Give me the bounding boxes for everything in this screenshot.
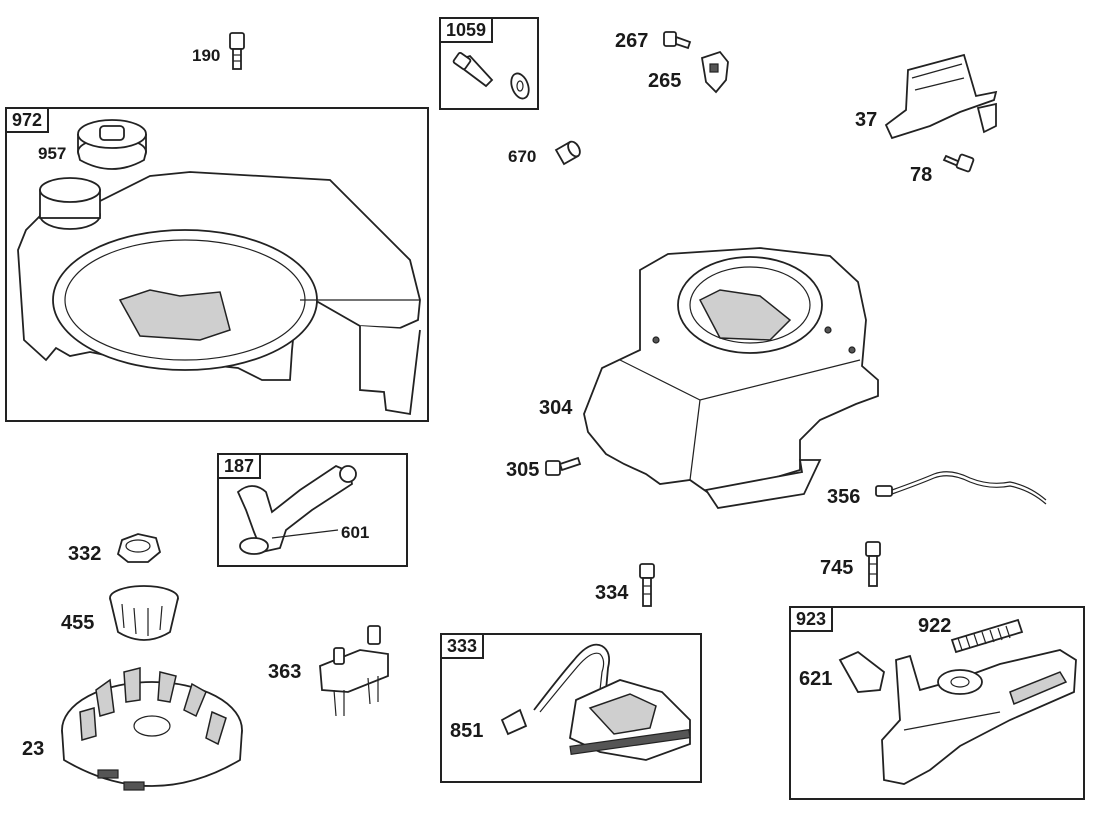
box-187-tag: 187 bbox=[219, 455, 262, 479]
box-972: 972 bbox=[5, 107, 429, 422]
part-23-drawing bbox=[61, 667, 243, 791]
label-304: 304 bbox=[539, 397, 573, 419]
box-1059: 1059 bbox=[439, 17, 539, 110]
part-305-drawing bbox=[545, 456, 582, 476]
label-334: 334 bbox=[595, 582, 629, 604]
part-923-drawing bbox=[838, 618, 1077, 785]
label-267: 267 bbox=[615, 30, 649, 52]
part-356-drawing bbox=[875, 471, 1047, 505]
label-23: 23 bbox=[22, 738, 45, 760]
box-923: 923 bbox=[789, 606, 1085, 800]
part-190-drawing bbox=[229, 32, 245, 70]
part-455-drawing bbox=[109, 585, 179, 641]
label-621: 621 bbox=[799, 668, 833, 690]
box-923-tag: 923 bbox=[791, 608, 834, 632]
label-332: 332 bbox=[68, 543, 102, 565]
label-190: 190 bbox=[192, 46, 221, 65]
label-957: 957 bbox=[38, 144, 67, 163]
label-745: 745 bbox=[820, 557, 854, 579]
label-670: 670 bbox=[508, 147, 537, 166]
part-187-drawing bbox=[236, 464, 357, 555]
part-957-drawing bbox=[77, 119, 147, 170]
label-922: 922 bbox=[918, 615, 952, 637]
label-601: 601 bbox=[341, 523, 370, 542]
part-670-drawing bbox=[554, 140, 581, 166]
part-78-drawing bbox=[942, 153, 975, 173]
box-1059-tag: 1059 bbox=[441, 19, 494, 43]
part-363-drawing bbox=[319, 625, 389, 717]
part-267-drawing bbox=[663, 31, 692, 50]
part-745-drawing bbox=[865, 541, 881, 587]
label-455: 455 bbox=[61, 612, 95, 634]
label-37: 37 bbox=[855, 109, 878, 131]
label-363: 363 bbox=[268, 661, 302, 683]
part-304-drawing bbox=[583, 247, 879, 509]
label-305: 305 bbox=[506, 459, 540, 481]
part-265-drawing bbox=[700, 50, 729, 94]
label-356: 356 bbox=[827, 486, 861, 508]
part-1059-drawing bbox=[452, 51, 530, 100]
label-265: 265 bbox=[648, 70, 682, 92]
part-332-drawing bbox=[116, 533, 162, 563]
box-333: 333 bbox=[440, 633, 702, 783]
label-851: 851 bbox=[450, 720, 484, 742]
box-333-tag: 333 bbox=[442, 635, 485, 659]
part-334-drawing bbox=[639, 563, 655, 607]
part-37-drawing bbox=[884, 53, 998, 140]
box-187: 187 bbox=[217, 453, 408, 567]
part-972-drawing bbox=[17, 171, 421, 416]
box-972-tag: 972 bbox=[7, 109, 50, 133]
label-78: 78 bbox=[910, 164, 933, 186]
part-333-drawing bbox=[500, 643, 691, 761]
